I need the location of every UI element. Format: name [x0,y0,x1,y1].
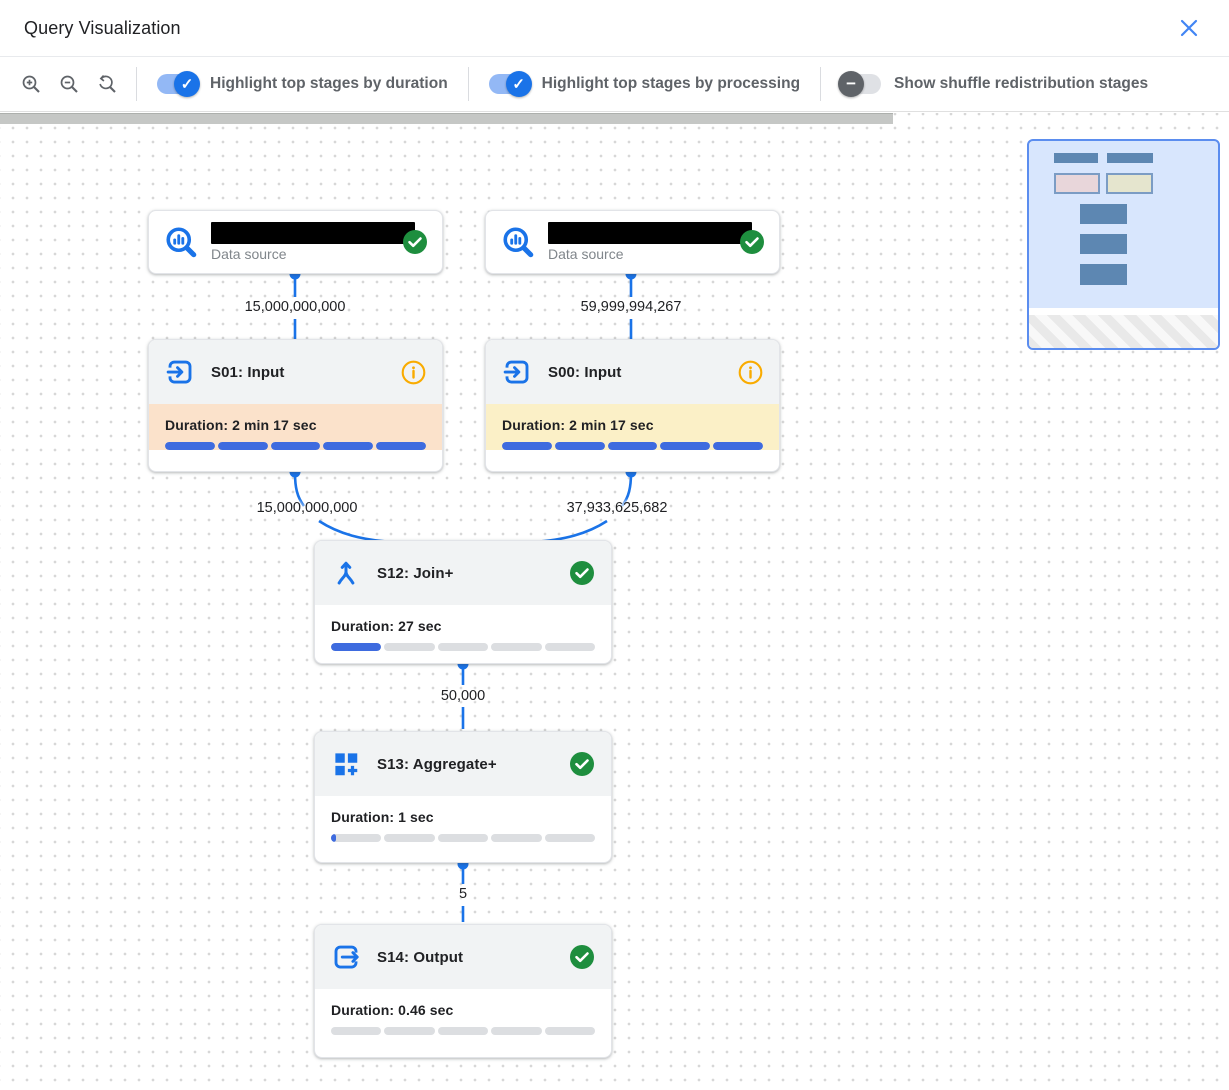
zoom-reset-button[interactable] [92,69,122,99]
stage-duration-panel: Duration: 2 min 17 sec [149,404,442,450]
edge-row-count: 37,933,625,682 [566,500,668,516]
zoom-controls [0,69,136,99]
redacted-table-name [211,222,415,244]
minimap-out-of-bounds-hatch [1029,315,1218,348]
success-check-icon [570,752,594,776]
duration-text: Duration: 1 sec [331,809,434,825]
node-stage-s01[interactable]: S01: Input Duration: 2 min 17 sec [148,339,443,472]
show-shuffle-toggle[interactable] [838,71,882,97]
zoom-reset-icon [99,75,116,93]
edge-row-count: 50,000 [440,688,486,704]
duration-progress-bar [331,1027,596,1035]
duration-progress-bar [331,643,596,651]
node-stage-s00[interactable]: S00: Input Duration: 2 min 17 sec [485,339,780,472]
minimap-node [1080,204,1127,224]
minimap-node-processing-highlight [1106,173,1153,194]
toggle-group-processing: Highlight top stages by processing [469,71,820,97]
highlight-duration-toggle[interactable] [157,71,200,97]
duration-text: Duration: 2 min 17 sec [502,417,654,433]
stage-title: S01: Input [211,363,285,381]
node-data-source-1[interactable]: Data source [148,210,443,274]
edge-row-count: 15,000,000,000 [244,299,346,315]
stage-title: S12: Join+ [377,564,454,582]
input-stage-icon [165,360,192,384]
success-check-icon [570,561,594,585]
stage-duration-panel: Duration: 27 sec [315,605,611,651]
edge-row-count: 15,000,000,000 [256,500,358,516]
minimap-node [1054,153,1098,163]
toolbar-divider [467,67,469,101]
page-title: Query Visualization [24,17,181,38]
info-icon[interactable] [401,360,426,385]
edge-row-count: 59,999,994,267 [580,299,682,315]
toolbar-divider [820,67,822,101]
minimap-node [1107,153,1153,163]
stage-title: S00: Input [548,363,622,381]
data-source-icon [503,227,534,258]
show-shuffle-label: Show shuffle redistribution stages [894,75,1149,92]
duration-text: Duration: 27 sec [331,618,442,634]
zoom-in-icon [22,75,40,93]
toggle-thumb-check-icon [174,71,200,97]
duration-text: Duration: 0.46 sec [331,1002,454,1018]
minimap-node [1080,234,1127,254]
stage-title: S14: Output [377,948,464,966]
data-source-label: Data source [548,246,624,262]
success-check-icon [403,230,427,254]
node-stage-s12[interactable]: S12: Join+ Duration: 27 sec [314,540,612,664]
highlight-processing-toggle[interactable] [488,71,532,97]
highlight-duration-label: Highlight top stages by duration [210,75,448,92]
minimap-gap [1029,308,1218,319]
panel-header: Query Visualization [0,0,1229,57]
input-stage-icon [502,360,529,384]
graph-canvas[interactable]: Data source Data source [0,113,1229,1090]
join-stage-icon [337,561,355,585]
minimap-node [1080,264,1127,285]
edge-row-count: 5 [458,886,468,902]
output-stage-icon [334,945,361,969]
toggle-group-duration: Highlight top stages by duration [137,71,468,97]
node-stage-s14[interactable]: S14: Output Duration: 0.46 sec [314,924,612,1058]
toolbar-divider [136,67,137,101]
toggle-group-shuffle: Show shuffle redistribution stages [821,71,1168,97]
minimap-node-duration-highlight [1054,173,1100,194]
duration-text: Duration: 2 min 17 sec [165,417,317,433]
toggle-thumb-minus-icon [838,71,865,97]
stage-duration-panel: Duration: 0.46 sec [315,989,611,1035]
success-check-icon [570,945,594,969]
data-source-icon [166,227,197,258]
duration-progress-bar [165,442,426,450]
zoom-out-icon [60,75,78,93]
horizontal-scrollbar[interactable] [0,113,893,124]
data-source-label: Data source [211,246,287,262]
close-icon [1180,19,1198,37]
stage-duration-panel: Duration: 2 min 17 sec [486,404,779,450]
success-check-icon [740,230,764,254]
minimap[interactable] [1027,139,1220,350]
stage-duration-panel: Duration: 1 sec [315,796,611,842]
highlight-processing-label: Highlight top stages by processing [541,75,801,92]
aggregate-stage-icon [335,753,358,776]
node-stage-s13[interactable]: S13: Aggregate+ Duration: 1 sec [314,731,612,863]
duration-progress-bar [331,834,596,842]
zoom-out-button[interactable] [54,69,84,99]
zoom-in-button[interactable] [16,69,46,99]
duration-progress-bar [502,442,763,450]
toolbar: Highlight top stages by duration Highlig… [0,57,1229,112]
close-button[interactable] [1173,12,1205,44]
redacted-table-name [548,222,752,244]
toggle-thumb-check-icon [505,71,532,97]
info-icon[interactable] [738,360,763,385]
stage-title: S13: Aggregate+ [377,755,497,773]
node-data-source-2[interactable]: Data source [485,210,780,274]
